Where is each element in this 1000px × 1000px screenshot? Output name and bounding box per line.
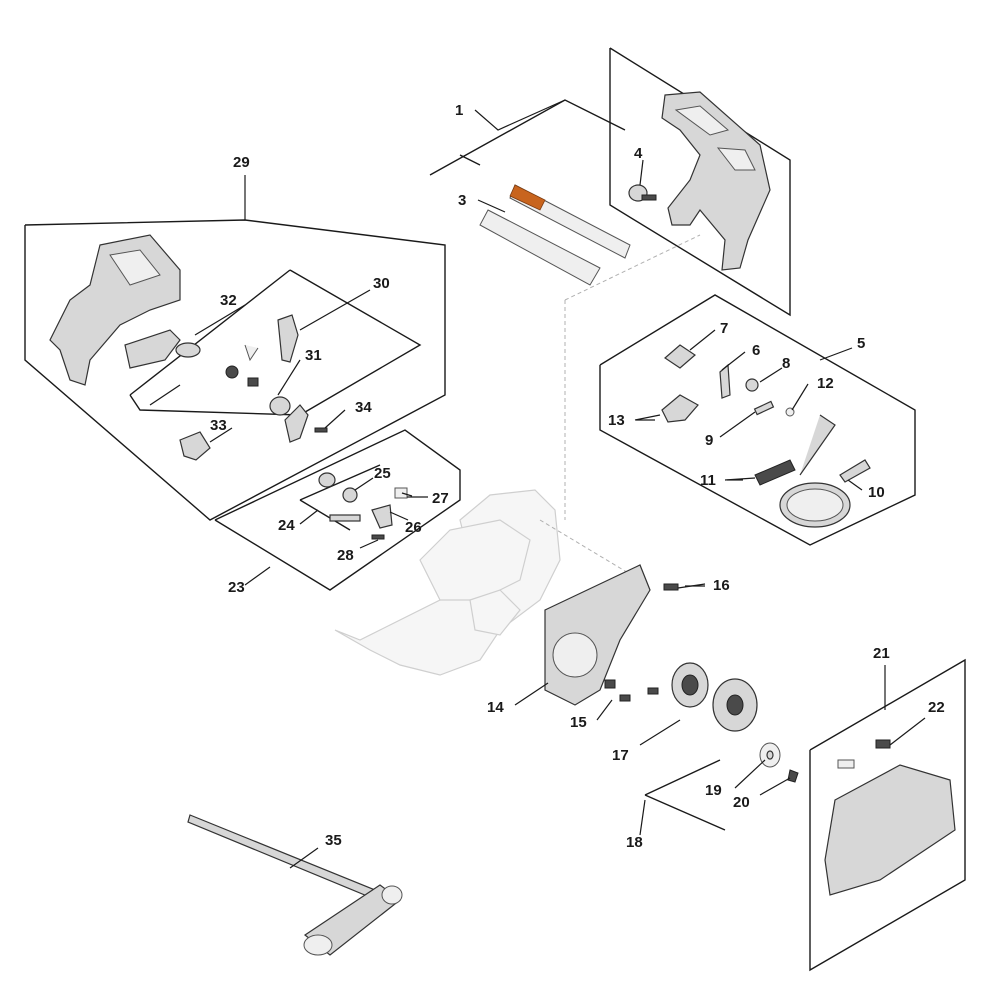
callout-12: 12: [817, 375, 834, 392]
callout-4: 4: [634, 145, 643, 162]
leader-lines: [194, 99, 926, 869]
callout-19: 19: [705, 782, 722, 799]
group-21-frame: [809, 658, 966, 972]
callout-7: 7: [720, 320, 728, 337]
callout-ticks: [407, 419, 743, 587]
callout-29: 29: [233, 154, 250, 171]
callout-labels: 1 3 4 5 6 7 8 9 10 11 12 13 14 15 16 17 …: [210, 102, 945, 851]
callout-18: 18: [626, 834, 643, 851]
group-23-frame: [214, 429, 461, 591]
choke-parts: [318, 472, 408, 540]
lever-part-34: [284, 404, 328, 443]
callout-16: 16: [713, 577, 730, 594]
washer-part-19: [759, 742, 781, 768]
callout-27: 27: [432, 490, 449, 507]
sprocket-part-18: [712, 678, 758, 732]
callout-10: 10: [868, 484, 885, 501]
switch-part-33: [179, 431, 211, 461]
callout-5: 5: [857, 335, 865, 352]
callout-11: 11: [700, 472, 716, 489]
sleeve-part: [269, 396, 291, 416]
callout-21: 21: [873, 645, 890, 662]
callout-17: 17: [612, 747, 629, 764]
callout-1: 1: [455, 102, 463, 119]
callout-34: 34: [355, 399, 372, 416]
callout-31: 31: [305, 347, 322, 364]
callout-33: 33: [210, 417, 227, 434]
callout-32: 32: [220, 292, 237, 309]
callout-22: 22: [928, 699, 945, 716]
group-5-frame: [599, 294, 916, 546]
springs-part-31: [149, 344, 259, 406]
e-clip-part-20: [787, 769, 799, 783]
callout-20: 20: [733, 794, 750, 811]
callout-24: 24: [278, 517, 295, 534]
callout-30: 30: [373, 275, 390, 292]
ghost-engine-housing: [334, 489, 561, 676]
callout-28: 28: [337, 547, 354, 564]
side-cover-part-14: [544, 564, 651, 706]
callout-35: 35: [325, 832, 342, 849]
callout-6: 6: [752, 342, 760, 359]
screws-part-15-16: [604, 583, 679, 702]
rivet-part-4: [628, 184, 657, 202]
callout-9: 9: [705, 432, 713, 449]
callout-8: 8: [782, 355, 790, 372]
callout-25: 25: [374, 465, 391, 482]
callout-26: 26: [405, 519, 422, 536]
interlock-lever-part: [277, 314, 299, 363]
sprocket-cover-part: [824, 739, 956, 896]
rear-handle-part: [49, 234, 181, 386]
bar-nose-part-3: [479, 184, 631, 286]
alignment-lines: [539, 234, 701, 581]
callout-14: 14: [487, 699, 504, 716]
callout-15: 15: [570, 714, 587, 731]
callout-23: 23: [228, 579, 245, 596]
throttle-trigger-part-32: [124, 329, 181, 369]
clutch-drum-part-17: [671, 662, 709, 708]
hand-guard-part: [661, 91, 771, 271]
combination-wrench-part-35: [187, 814, 403, 956]
brake-parts: [661, 344, 871, 528]
group-18-frame: [644, 759, 726, 831]
bushing-part: [175, 342, 201, 358]
callout-13: 13: [608, 412, 625, 429]
callout-3: 3: [458, 192, 466, 209]
